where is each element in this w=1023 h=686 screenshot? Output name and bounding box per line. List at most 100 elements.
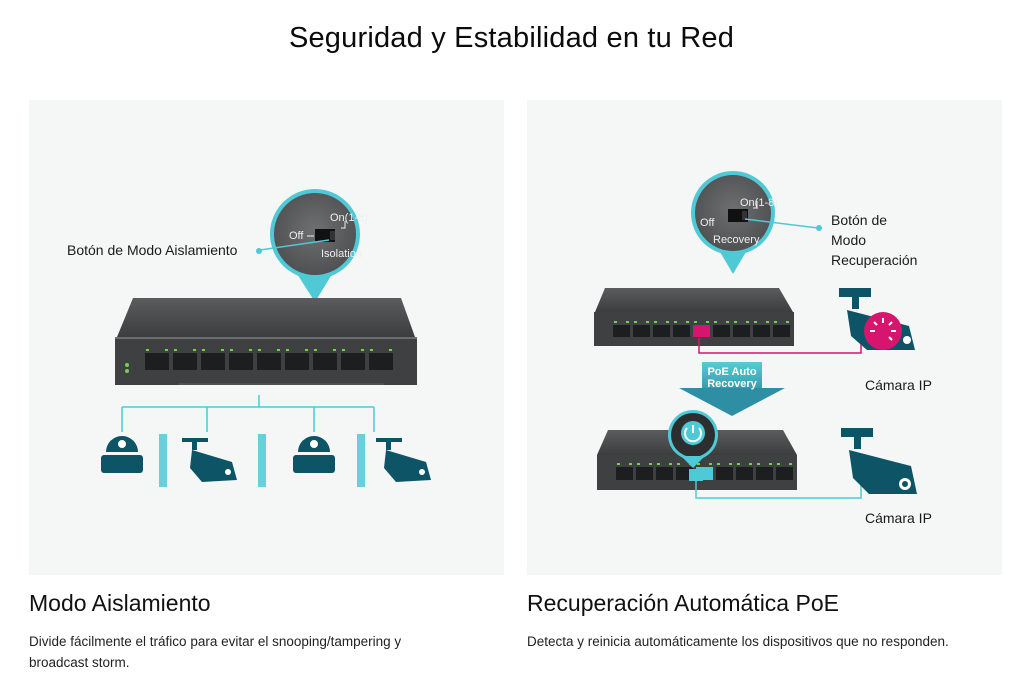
recovery-label-line3: Recuperación	[831, 252, 918, 268]
recovery-description: Detecta y reinicia automáticamente los d…	[527, 634, 949, 649]
switch-port	[229, 353, 253, 370]
port-led	[202, 349, 205, 351]
switch-port	[636, 467, 653, 480]
arrow-label-line1: PoE Auto	[707, 366, 757, 378]
switch-port	[616, 467, 633, 480]
port-led	[734, 321, 737, 323]
network-switch-fault	[594, 288, 794, 346]
port-led	[746, 321, 749, 323]
dome-camera-icon	[293, 436, 335, 473]
switch-name-label: Isolation	[321, 248, 362, 260]
port-led	[714, 321, 717, 323]
switch-port	[369, 353, 393, 370]
port-led	[193, 349, 196, 351]
isolation-heading: Modo Aislamiento	[29, 590, 211, 616]
port-led	[637, 463, 640, 465]
port-led	[626, 321, 629, 323]
ip-camera-fault-icon	[839, 288, 915, 350]
port-led	[389, 349, 392, 351]
port-led	[774, 321, 777, 323]
port-led	[370, 349, 373, 351]
recovery-switch-callout	[691, 171, 775, 274]
port-led	[677, 463, 680, 465]
callout-line	[744, 218, 819, 229]
port-led	[789, 463, 792, 465]
poe-recovery-illustration: Botón de Modo Recuperación On(1-8) Off R…	[527, 100, 1002, 575]
switch-port	[756, 467, 773, 480]
port-led	[634, 321, 637, 323]
switch-port	[285, 353, 309, 370]
port-led	[686, 321, 689, 323]
camera-label-bottom: Cámara IP	[865, 510, 932, 526]
port-led	[717, 463, 720, 465]
switch-port	[341, 353, 365, 370]
switch-port	[145, 353, 169, 370]
port-led	[694, 321, 697, 323]
recovery-label-line2: Modo	[831, 232, 867, 248]
bullet-camera-icon	[182, 438, 237, 482]
switch-on-label: On(1-8)	[330, 212, 368, 224]
callout-line	[259, 239, 330, 251]
isolation-switch-callout	[270, 189, 360, 302]
switch-port	[613, 325, 630, 337]
switch-port	[716, 467, 733, 480]
port-led	[629, 463, 632, 465]
switch-port	[656, 467, 673, 480]
port-restart-callout	[668, 410, 718, 468]
dome-camera-icon	[101, 436, 143, 473]
port-led	[146, 349, 149, 351]
port-led	[709, 463, 712, 465]
port-led	[342, 349, 345, 351]
switch-name-label: Recovery	[713, 234, 760, 246]
port-led	[258, 349, 261, 351]
port-led	[657, 463, 660, 465]
port-led	[174, 349, 177, 351]
switch-off-label: Off	[700, 217, 715, 229]
port-led	[221, 349, 224, 351]
port-led	[333, 349, 336, 351]
switch-port	[653, 325, 670, 337]
callout-dot	[816, 225, 822, 231]
port-led	[617, 463, 620, 465]
port-led	[729, 463, 732, 465]
switch-off-label: Off	[289, 230, 304, 242]
port-led	[737, 463, 740, 465]
switch-port	[257, 353, 281, 370]
isolation-button-label: Botón de Modo Aislamiento	[67, 242, 238, 258]
port-led	[766, 321, 769, 323]
switch-port	[673, 325, 690, 337]
port-led	[614, 321, 617, 323]
port-led	[286, 349, 289, 351]
port-led	[786, 321, 789, 323]
port-led	[726, 321, 729, 323]
ip-camera-icon	[841, 428, 917, 494]
switch-port	[676, 467, 693, 480]
switch-port	[773, 325, 790, 337]
isolation-mode-illustration: Botón de Modo Aislamiento On(1-8) Off Is…	[29, 100, 504, 575]
firewall-icon	[258, 434, 266, 487]
switch-port	[713, 325, 730, 337]
poe-auto-recovery-arrow	[679, 362, 785, 416]
page-title: Seguridad y Estabilidad en tu Red	[288, 22, 735, 54]
port-led	[697, 463, 700, 465]
switch-port	[736, 467, 753, 480]
port-led	[669, 463, 672, 465]
port-led	[769, 463, 772, 465]
port-led	[754, 321, 757, 323]
port-led	[249, 349, 252, 351]
switch-port	[776, 467, 793, 480]
switch-port	[173, 353, 197, 370]
callout-dot	[256, 248, 262, 254]
switch-port	[733, 325, 750, 337]
port-led	[649, 463, 652, 465]
port-led	[749, 463, 752, 465]
firewall-icon	[357, 434, 365, 487]
switch-port	[633, 325, 650, 337]
port-led	[706, 321, 709, 323]
switch-port	[693, 325, 710, 337]
port-led	[277, 349, 280, 351]
port-led	[674, 321, 677, 323]
switch-on-label: On(1-8)	[740, 197, 778, 209]
network-switch	[115, 298, 417, 385]
port-led	[654, 321, 657, 323]
